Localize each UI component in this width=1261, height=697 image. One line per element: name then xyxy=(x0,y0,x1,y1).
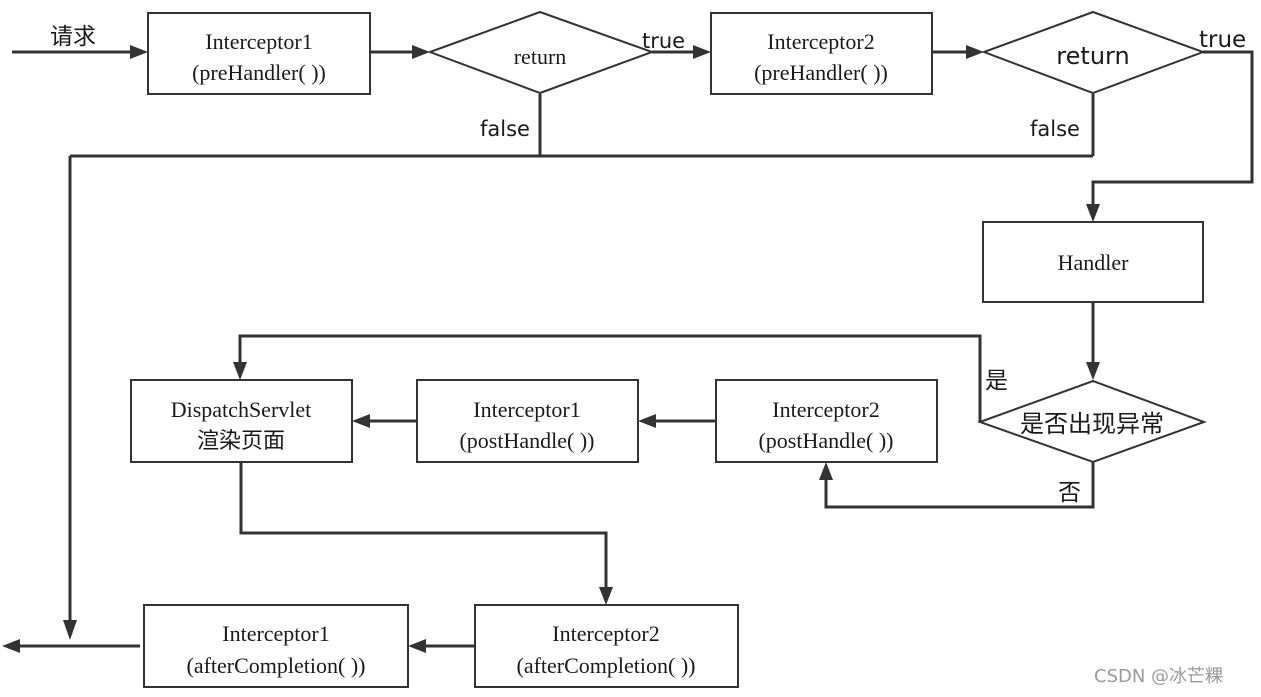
box-handler: Handler xyxy=(982,221,1204,303)
edge-labels: 请求 true false true false 是 否 xyxy=(50,24,1246,506)
arrowheads xyxy=(2,45,1100,653)
box-pre1-line2: (preHandler( )) xyxy=(192,60,326,85)
request-label: 请求 xyxy=(50,24,96,50)
decision-return2: return xyxy=(981,10,1206,95)
box-dispatch-line2: 渲染页面 xyxy=(197,428,285,453)
arrow-to-dispatch-top xyxy=(233,362,247,380)
label-false-1: false xyxy=(480,117,530,141)
box-post1: Interceptor1 (postHandle( )) xyxy=(416,379,639,463)
decision-return1: return xyxy=(427,10,655,95)
connectors xyxy=(12,50,1254,648)
decision-return1-label: return xyxy=(514,44,567,69)
box-after1-line1: Interceptor1 xyxy=(222,621,330,646)
arrow-to-handler xyxy=(1086,204,1100,222)
arrow-exit xyxy=(2,639,20,653)
arrow-to-dispatch xyxy=(352,414,370,428)
box-pre1-line1: Interceptor1 xyxy=(205,29,313,54)
box-pre1: Interceptor1 (preHandler( )) xyxy=(147,12,371,95)
edge-exception-no-to-post2 xyxy=(824,462,1095,509)
edge-dispatch-to-after2 xyxy=(239,462,608,588)
label-false-2: false xyxy=(1030,117,1080,141)
arrow-to-exception xyxy=(1086,362,1100,380)
box-dispatch-line1: DispatchServlet xyxy=(171,397,312,422)
box-after1: Interceptor1 (afterCompletion( )) xyxy=(143,604,409,688)
box-after2-line2: (afterCompletion( )) xyxy=(517,653,696,678)
arrow-to-post2 xyxy=(819,462,833,480)
box-dispatch: DispatchServlet 渲染页面 xyxy=(130,379,353,463)
watermark: CSDN @冰芒粿 xyxy=(1094,666,1224,687)
arrow-to-pre2 xyxy=(693,45,711,59)
label-no: 否 xyxy=(1058,480,1081,506)
label-true-1: true xyxy=(642,29,685,53)
box-after2-line1: Interceptor2 xyxy=(552,621,660,646)
box-post2: Interceptor2 (postHandle( )) xyxy=(715,379,938,463)
arrow-to-return2 xyxy=(966,45,984,59)
arrow-to-post1 xyxy=(638,414,656,428)
box-pre2: Interceptor2 (preHandler( )) xyxy=(710,12,933,95)
decision-exception-label: 是否出现异常 xyxy=(1020,410,1164,438)
arrow-false-down xyxy=(63,620,77,640)
edge-exception-yes-to-dispatch xyxy=(238,334,982,422)
box-after1-line2: (afterCompletion( )) xyxy=(187,653,366,678)
box-pre2-line2: (preHandler( )) xyxy=(754,60,888,85)
box-post1-line2: (postHandle( )) xyxy=(459,428,594,453)
box-after2: Interceptor2 (afterCompletion( )) xyxy=(474,604,739,688)
edge-return2-true-to-handler xyxy=(1091,50,1254,207)
arrow-to-after2 xyxy=(599,587,613,605)
box-handler-label: Handler xyxy=(1058,250,1130,275)
box-post2-line1: Interceptor2 xyxy=(772,397,880,422)
arrow-to-return1 xyxy=(412,45,430,59)
arrow-to-pre1 xyxy=(130,45,148,59)
box-post2-line2: (postHandle( )) xyxy=(758,428,893,453)
box-pre2-line1: Interceptor2 xyxy=(767,29,875,54)
decision-exception: 是否出现异常 xyxy=(977,379,1207,464)
label-true-2: true xyxy=(1199,27,1246,53)
box-post1-line1: Interceptor1 xyxy=(473,397,581,422)
decision-return2-label: return xyxy=(1056,42,1129,70)
label-yes: 是 xyxy=(985,368,1008,394)
arrow-to-after1 xyxy=(408,639,426,653)
